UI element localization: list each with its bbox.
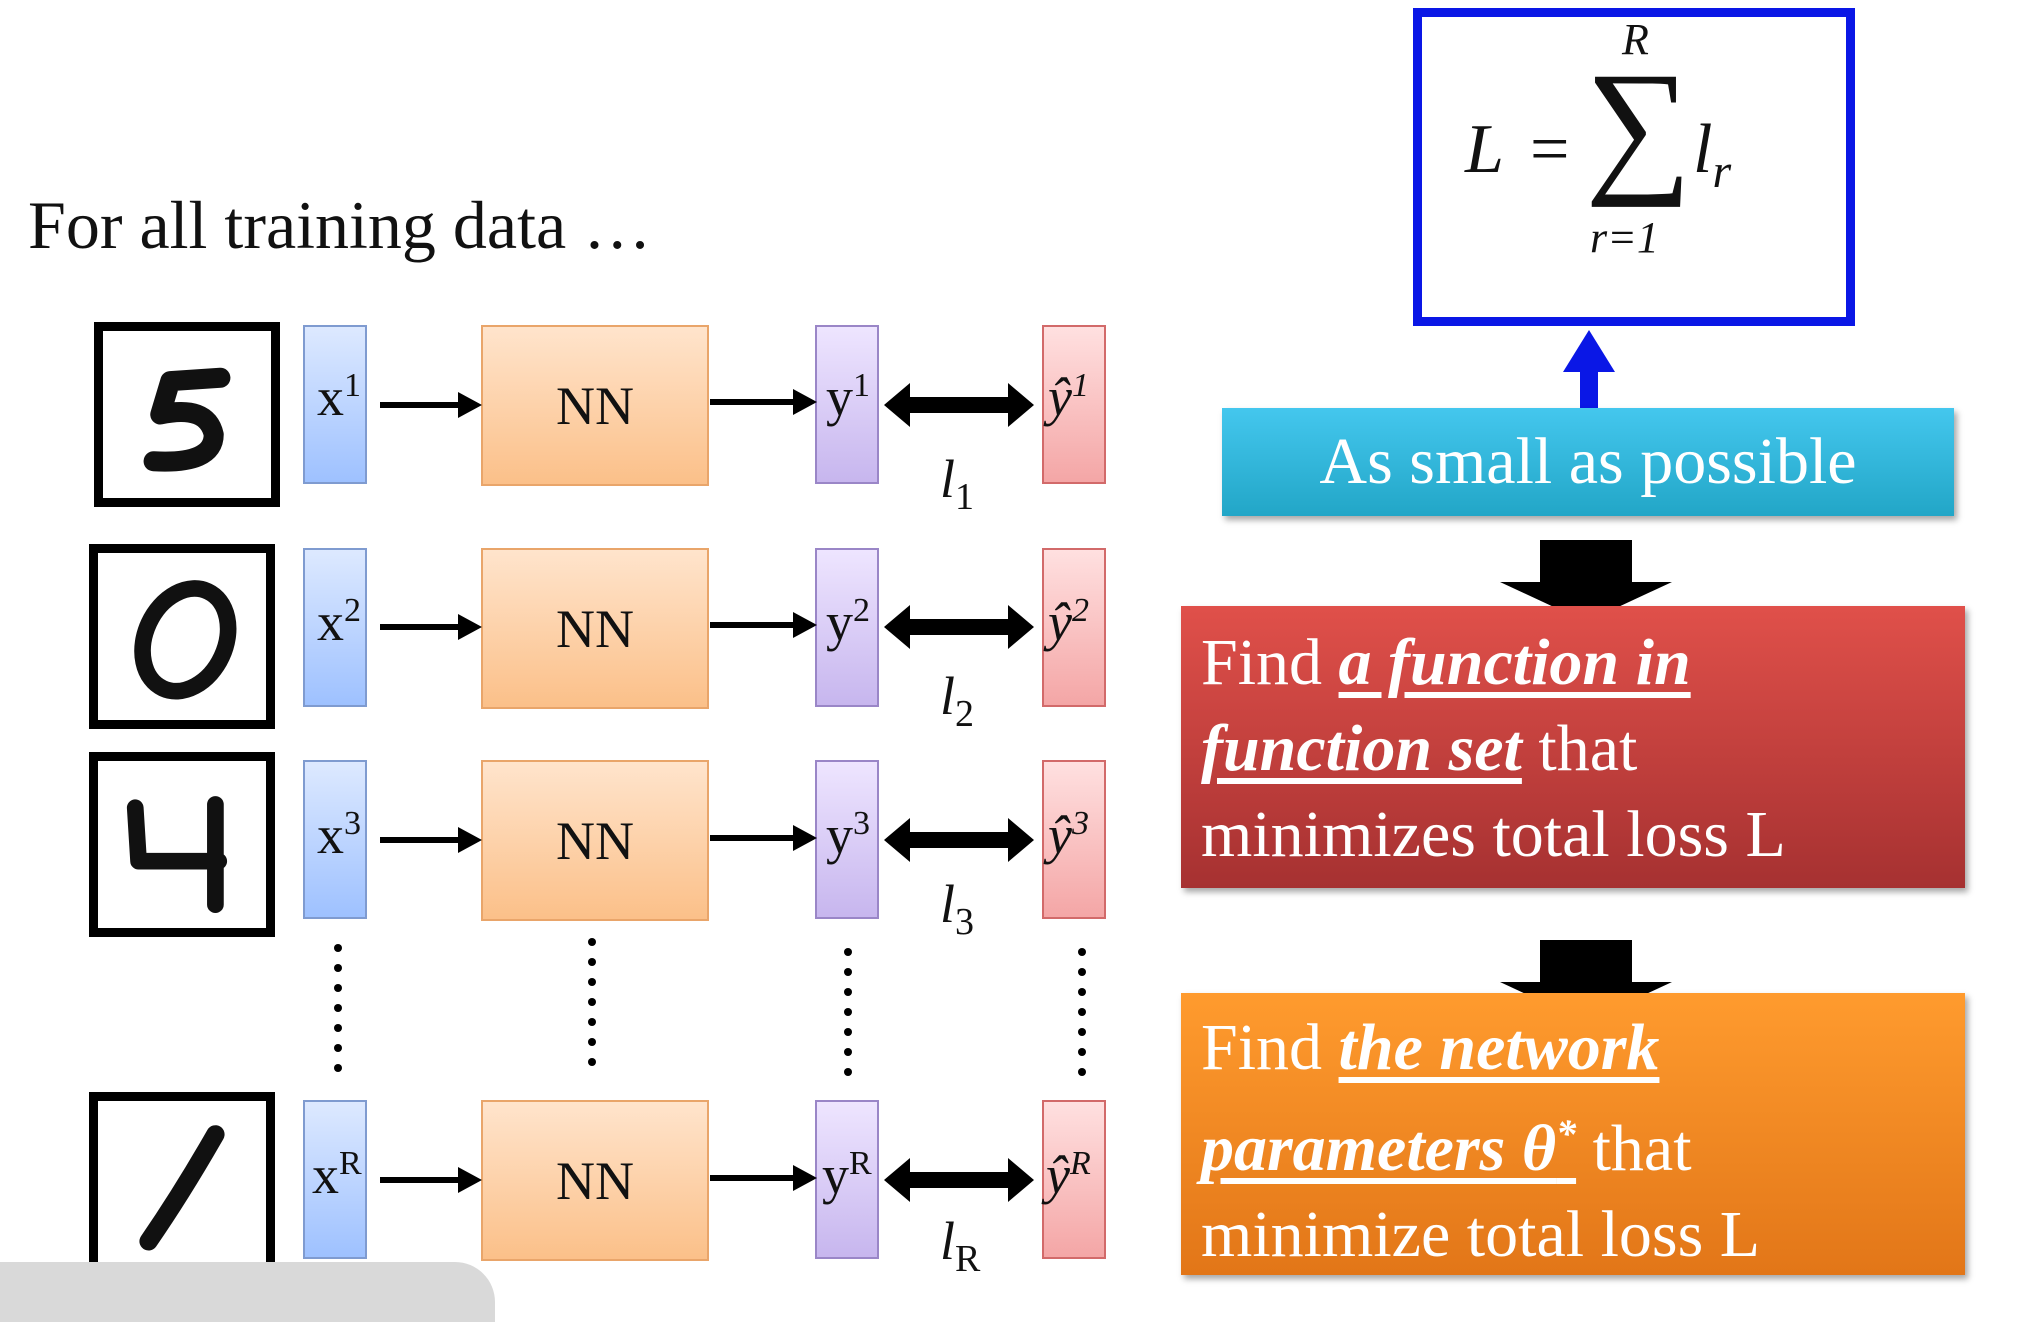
- digit-image-0: [89, 544, 275, 729]
- input-x3: [303, 760, 367, 919]
- output-y1: [815, 325, 879, 484]
- as-small-as-possible-banner: As small as possible: [1222, 408, 1954, 516]
- output-y2-label: y2: [826, 592, 870, 652]
- nn-box-3: NN: [481, 760, 709, 921]
- output-yR: [815, 1100, 879, 1259]
- find-parameters-line-1: Find the network: [1201, 1011, 1660, 1084]
- input-x1-label: x1: [317, 367, 361, 427]
- arrow-set-2: [380, 605, 1034, 649]
- input-x1: [303, 325, 367, 484]
- output-yR-label: yR: [822, 1145, 872, 1205]
- find-parameters-banner: Find the network parameters θ* that mini…: [1181, 993, 1965, 1275]
- loss-lR: lR: [940, 1211, 981, 1280]
- arrow-set-R: [380, 1158, 1034, 1202]
- target-yR: [1042, 1100, 1106, 1259]
- ellipsis-dots: [334, 938, 1086, 1076]
- target-yR-label: ŷR: [1046, 1145, 1091, 1205]
- target-y3: [1042, 760, 1106, 919]
- title-text: For all training data …: [28, 187, 652, 263]
- loss-formula-box: [1413, 8, 1855, 326]
- arrow-set-1: [380, 383, 1034, 427]
- output-y3: [815, 760, 879, 919]
- formula-equals: =: [1530, 111, 1570, 188]
- find-parameters-line-2: parameters θ* that: [1201, 1111, 1692, 1185]
- digit-image-5: [94, 322, 280, 507]
- digit-image-4: [89, 752, 275, 937]
- down-arrow-1: [1500, 540, 1672, 622]
- formula-term: lr: [1693, 111, 1732, 198]
- input-xR-label: xR: [312, 1145, 362, 1205]
- formula-sum-symbol: ∑: [1585, 42, 1692, 208]
- input-x2-label: x2: [317, 592, 361, 652]
- target-y1-label: ŷ1: [1048, 367, 1089, 427]
- loss-l1: l1: [940, 449, 975, 518]
- input-x2: [303, 548, 367, 707]
- target-y1: [1042, 325, 1106, 484]
- formula-lower-limit: r=1: [1590, 213, 1659, 262]
- up-arrow: [1563, 330, 1615, 412]
- loss-l2: l2: [940, 666, 975, 735]
- input-xR: [303, 1100, 367, 1259]
- output-y3-label: y3: [826, 805, 870, 865]
- formula-upper-limit: R: [1622, 15, 1649, 64]
- arrow-set-3: [380, 818, 1034, 862]
- output-y1-label: y1: [826, 367, 870, 427]
- loss-l3: l3: [940, 874, 975, 943]
- input-x3-label: x3: [317, 805, 361, 865]
- nn-box-1: NN: [481, 325, 709, 486]
- find-function-line-3: minimizes total loss L: [1201, 798, 1786, 871]
- find-parameters-line-3: minimize total loss L: [1201, 1198, 1761, 1271]
- nn-box-2: NN: [481, 548, 709, 709]
- find-function-banner: Find a function in function set that min…: [1181, 606, 1965, 888]
- formula-lhs: L: [1465, 111, 1504, 188]
- find-function-line-1: Find a function in: [1201, 626, 1691, 699]
- target-y2: [1042, 548, 1106, 707]
- digit-image-1: [89, 1092, 275, 1277]
- output-y2: [815, 548, 879, 707]
- viewer-toolbar[interactable]: [0, 1262, 495, 1322]
- target-y3-label: ŷ3: [1048, 805, 1089, 865]
- find-function-line-2: function set that: [1201, 712, 1638, 785]
- nn-box-R: NN: [481, 1100, 709, 1261]
- row-arrows: [380, 383, 1034, 1202]
- target-y2-label: ŷ2: [1048, 592, 1089, 652]
